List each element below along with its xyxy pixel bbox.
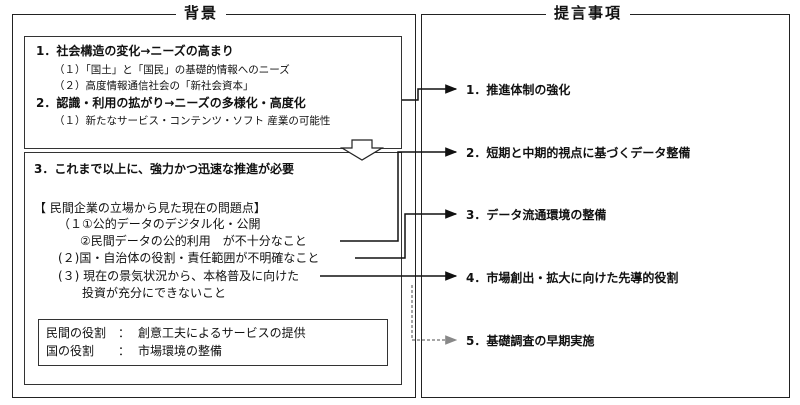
item-1-sub-2: （２）高度情報通信社会の「新社会資本」 [54,80,254,92]
proposal-4: 4．市場創出・拡大に向けた先導的役割 [466,271,679,285]
problem-1a: （１①公的データのデジタル化・公開 [58,217,261,231]
arrow-to-proposal-2 [340,147,458,242]
arrow-to-proposal-1 [402,84,458,101]
proposal-1: 1．推進体制の強化 [466,83,571,97]
private-role-sep: ： [118,326,131,340]
proposal-3: 3．データ流通環境の整備 [466,208,607,222]
problem-3a: (３) 現在の景気状況から、本格普及に向けた [58,269,300,283]
proposal-2: 2．短期と中期的視点に基づくデータ整備 [466,146,691,160]
proposal-5: 5．基礎調査の早期実施 [466,334,595,348]
arrow-to-proposal-5 [411,285,458,345]
proposals-panel-title: 提言事項 [546,4,631,22]
item-2-recognition: 2．認識・利用の拡がり→ニーズの多様化・高度化 [36,96,306,110]
background-panel-title: 背景 [176,4,227,22]
problems-header: 【 民間企業の立場から見た現在の問題点】 [34,201,266,215]
roles-box [38,319,388,366]
problem-1b: ②民間データの公的利用 が不十分なこと [80,234,307,248]
item-2-sub-1: （１）新たなサービス・コンテンツ・ソフト 産業の可能性 [54,115,331,127]
national-role-label: 国の役割 [46,344,95,358]
national-role-sep: ： [118,344,131,358]
item-3-promotion: 3．これまで以上に、強力かつ迅速な推進が必要 [34,162,294,176]
item-1-sub-1: （１）「国土」と「国民」の基礎的情報へのニーズ [54,64,290,76]
private-role-label: 民間の役割 [46,326,107,340]
social-change-box [24,36,402,149]
national-role-value: 市場環境の整備 [138,344,223,358]
item-1-social-change: 1．社会構造の変化→ニーズの高まり [36,44,234,58]
problem-3b: 投資が充分にできないこと [82,286,227,300]
down-arrow [339,139,385,161]
private-role-value: 創意工夫によるサービスの提供 [138,326,306,340]
arrow-to-proposal-3 [355,209,458,259]
problem-2: (２)国・自治体の役割・責任範囲が不明確なこと [58,251,320,265]
